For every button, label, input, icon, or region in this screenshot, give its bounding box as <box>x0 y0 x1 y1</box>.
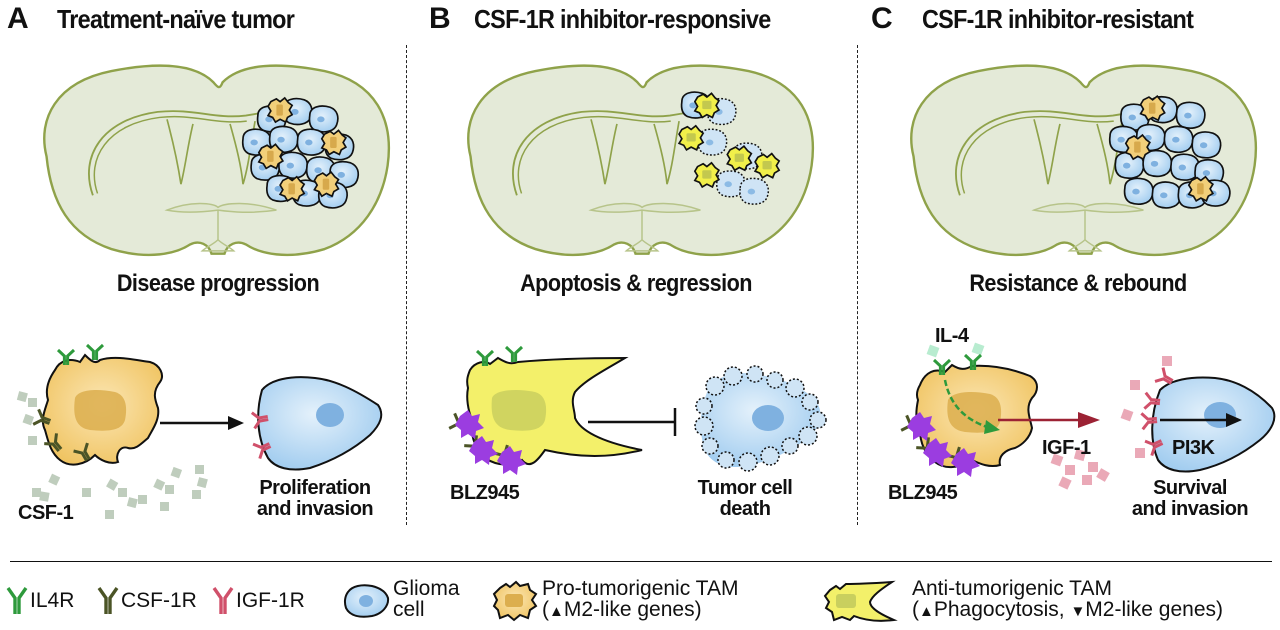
anti-tumorigenic-tam-icon <box>823 580 898 622</box>
legend-anti-tam-label: Anti-tumorigenic TAM (▲Phagocytosis, ▼M2… <box>912 578 1223 622</box>
outcome-line-2: and invasion <box>256 498 374 520</box>
up-arrow-icon: ▲ <box>919 603 934 620</box>
legend-csf1r-label: CSF-1R <box>121 589 197 612</box>
blz945-label: BLZ945 <box>888 482 958 504</box>
outcome-line-1: Proliferation <box>259 477 371 499</box>
panel-c-mechanism <box>899 342 1276 490</box>
igf1-label: IGF-1 <box>1042 437 1091 459</box>
outcome-line-2: and invasion <box>1131 498 1249 520</box>
panel-c-letter: C <box>871 2 893 35</box>
panel-a-brain-illustration <box>43 64 391 257</box>
panel-b-outcome: Tumor cell death <box>690 478 800 520</box>
csf1r-receptor-icon <box>97 587 119 614</box>
igf1-secretion-arrow-icon <box>998 412 1100 428</box>
legend-pro-tam-label: Pro-tumorigenic TAM (▲M2-like genes) <box>542 578 738 622</box>
pro-tumorigenic-tam-icon <box>41 353 163 466</box>
inhibition-arrow-icon <box>588 408 677 436</box>
panel-c-caption: Resistance & rebound <box>969 270 1187 297</box>
legend-anti-tam-line-1: Anti-tumorigenic TAM <box>912 577 1112 600</box>
igf1r-receptor-icon <box>212 587 234 614</box>
panel-divider-bc <box>857 45 858 525</box>
panel-a-outcome: Proliferation and invasion <box>240 478 390 520</box>
panel-b-mechanism <box>447 345 827 475</box>
pi3k-signal-arrow-icon <box>1160 413 1242 427</box>
panel-a-letter: A <box>7 2 29 35</box>
legend-glioma-line-1: Glioma <box>393 577 460 600</box>
dying-tumor-cell-icon <box>694 365 827 472</box>
il4-particles-icon <box>926 342 985 358</box>
panel-a-mechanism <box>16 343 383 519</box>
il4-label: IL-4 <box>935 325 969 347</box>
down-arrow-icon: ▼ <box>1070 603 1086 620</box>
panel-c-outcome: Survival and invasion <box>1120 478 1260 520</box>
igf1-particles-icon <box>1050 356 1172 490</box>
panel-a-caption: Disease progression <box>116 270 320 297</box>
glioma-cell-icon <box>343 584 390 618</box>
csf1-label: CSF-1 <box>18 502 74 524</box>
panel-b-brain-illustration <box>467 64 815 257</box>
legend: IL4R CSF-1R IGF-1R Glioma cell Pro-tumor… <box>0 570 1280 630</box>
pi3k-label: PI3K <box>1172 437 1215 459</box>
legend-glioma-label: Glioma cell <box>393 578 460 620</box>
glioma-cell-icon <box>257 376 383 471</box>
legend-igf1r-label: IGF-1R <box>236 589 305 612</box>
il4-signal-arrow-icon <box>943 379 1000 434</box>
panel-b-title: CSF-1R inhibitor-responsive <box>474 4 771 34</box>
legend-anti-tam-line-2: (▲Phagocytosis, ▼M2-like genes) <box>912 598 1224 621</box>
panel-a-title: Treatment-naïve tumor <box>57 4 295 34</box>
anti-tumorigenic-tam-icon <box>466 356 643 466</box>
pro-tumorigenic-tam-icon <box>492 580 538 622</box>
panel-divider-ab <box>406 45 407 525</box>
outcome-line-1: Tumor cell <box>697 477 793 499</box>
il4r-receptor-icon <box>6 587 28 614</box>
blz945-bound-csf1r-icon <box>899 412 980 477</box>
activation-arrow-icon <box>160 416 244 430</box>
blz945-label: BLZ945 <box>450 482 520 504</box>
csf1-particles-icon <box>16 391 208 519</box>
legend-divider <box>10 561 1272 562</box>
legend-pro-tam-line-1: Pro-tumorigenic TAM <box>542 577 739 600</box>
legend-glioma-line-2: cell <box>393 598 425 621</box>
panel-b-caption: Apoptosis & regression <box>520 270 752 297</box>
outcome-line-2: death <box>719 498 771 520</box>
blz945-bound-csf1r-icon <box>447 410 526 475</box>
legend-il4r-label: IL4R <box>30 589 75 612</box>
glioma-cell-icon <box>1151 376 1276 473</box>
panel-c-brain-illustration <box>910 64 1258 257</box>
legend-pro-tam-line-2: (▲M2-like genes) <box>542 598 702 621</box>
panel-b-letter: B <box>429 2 451 35</box>
up-arrow-icon: ▲ <box>549 603 564 620</box>
outcome-line-1: Survival <box>1153 477 1227 499</box>
panel-c-title: CSF-1R inhibitor-resistant <box>922 4 1194 34</box>
